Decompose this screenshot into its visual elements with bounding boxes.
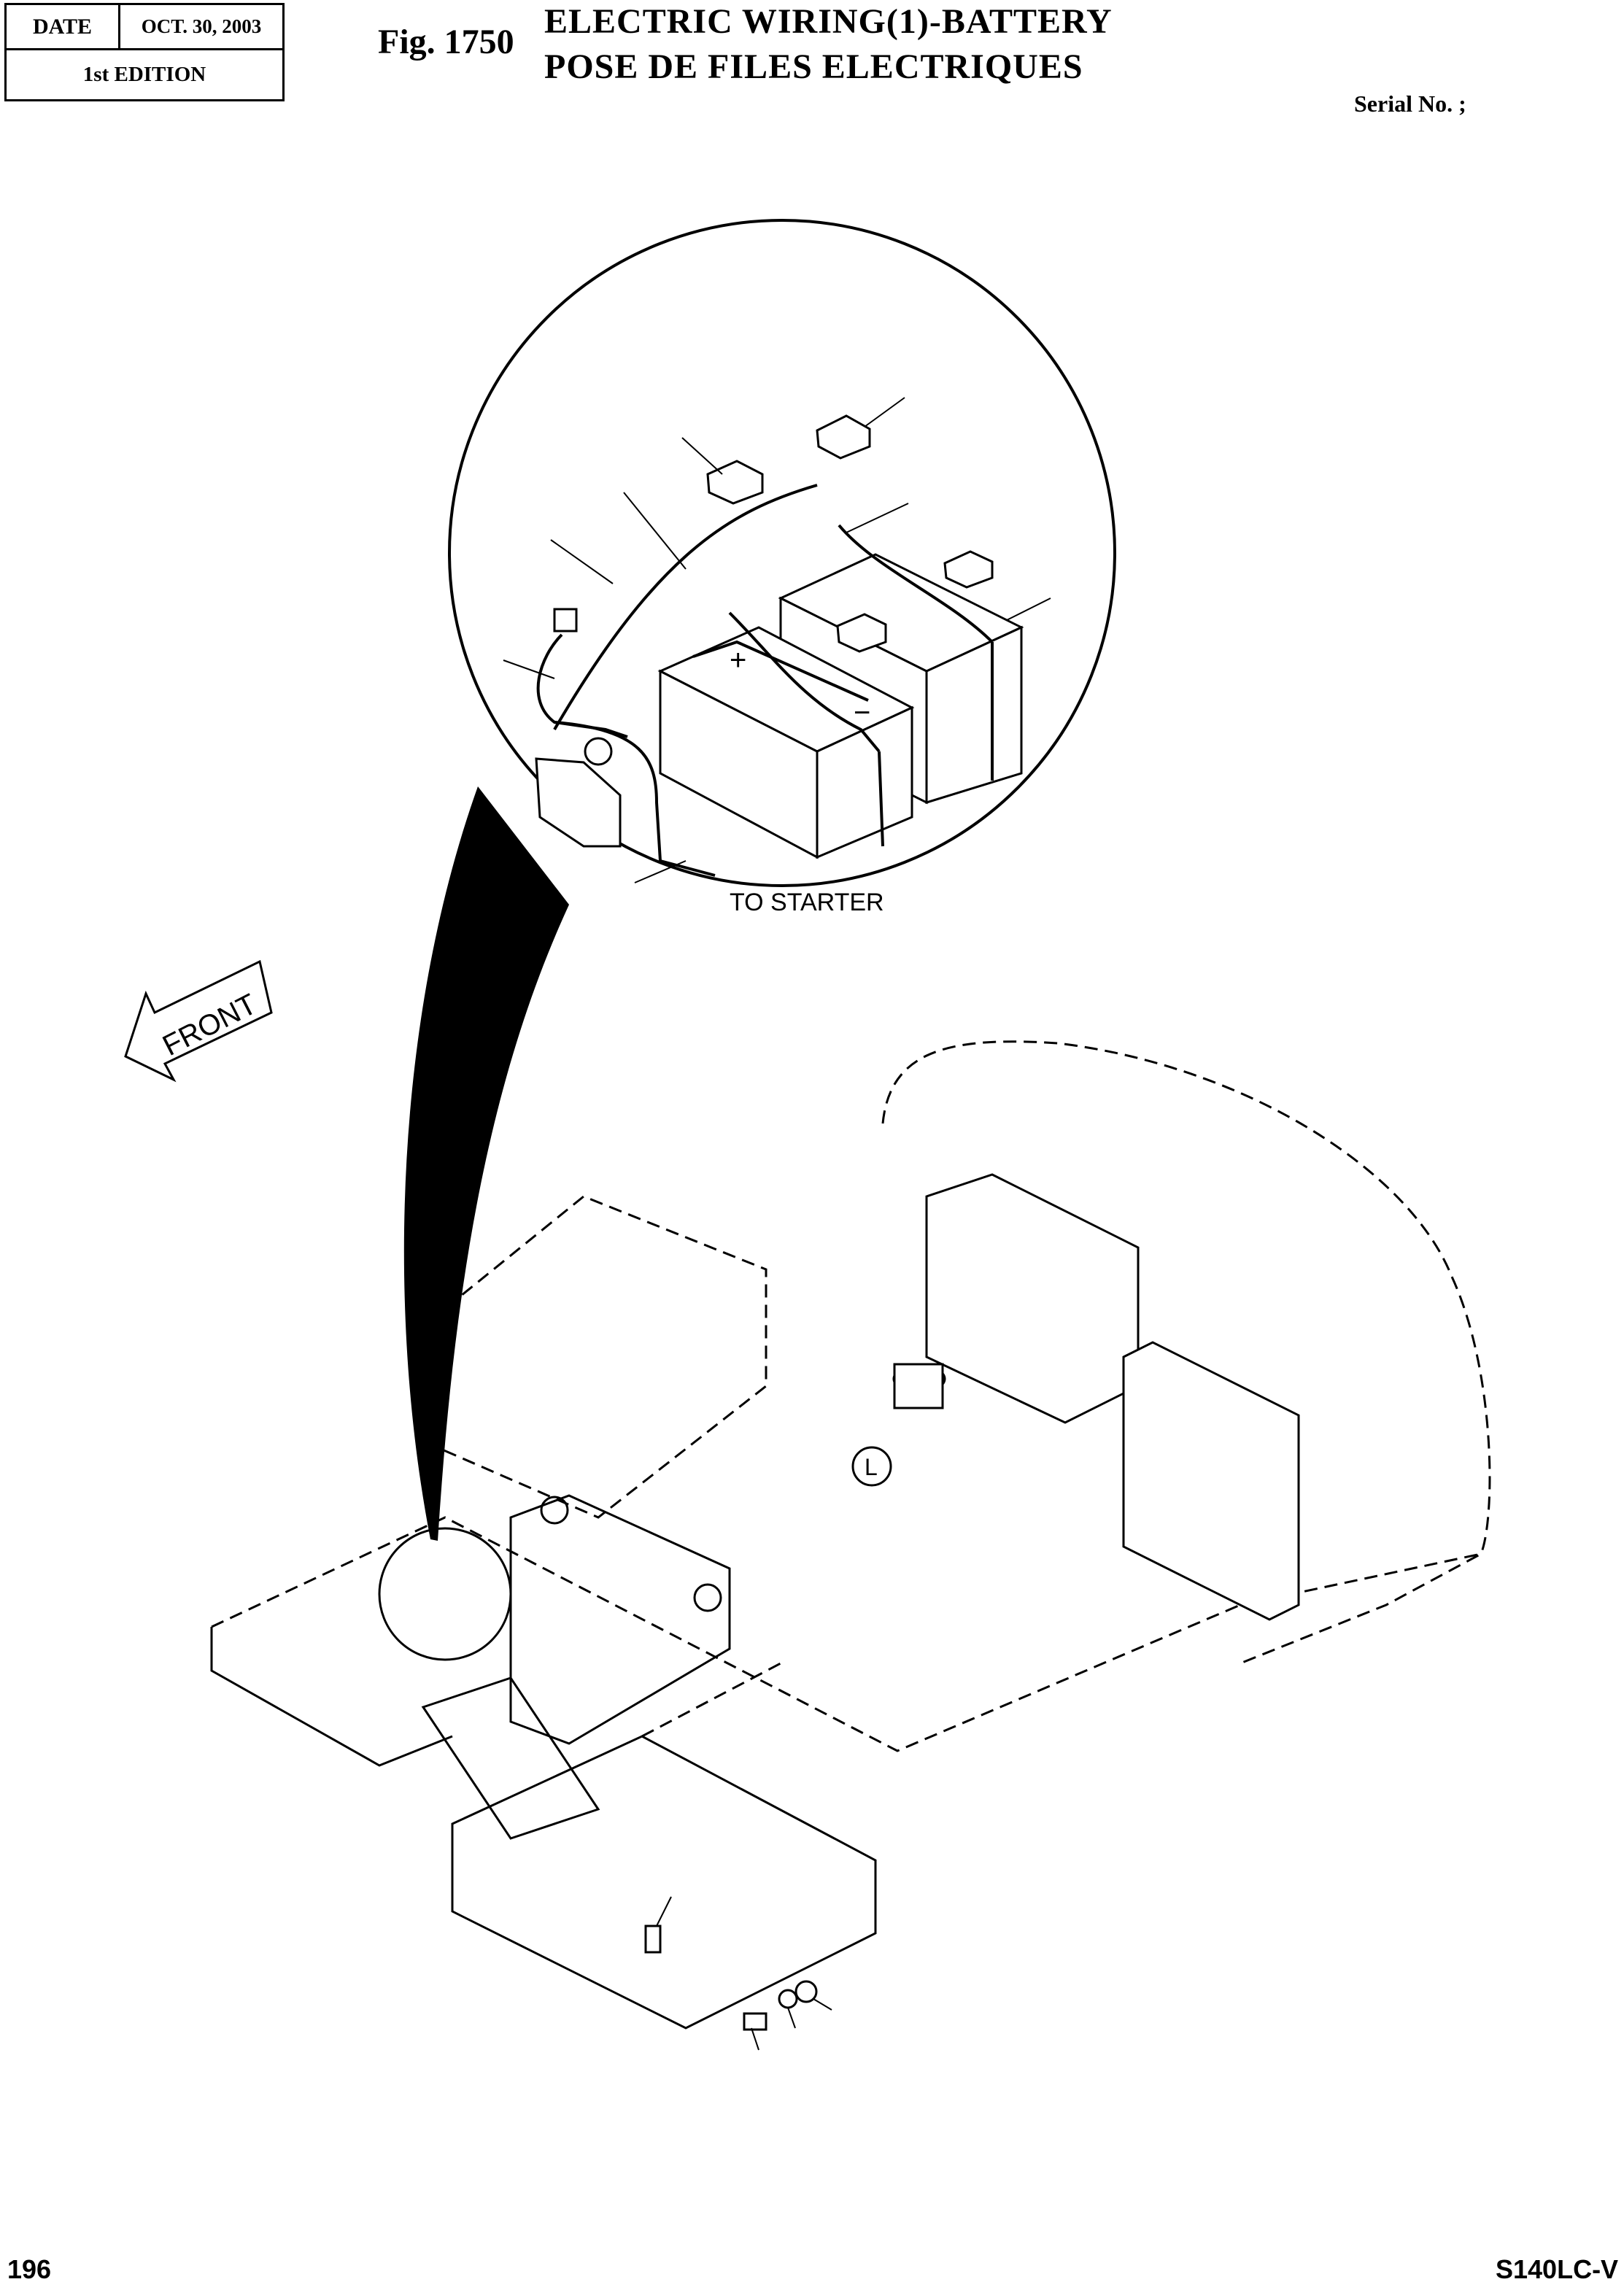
model-number: S140LC-V (1496, 2254, 1619, 2284)
battery-pack (657, 553, 1024, 859)
page-number: 196 (7, 2254, 52, 2284)
bolt-assembly (644, 1925, 818, 2031)
boom-mount (421, 1494, 731, 1840)
figure-number: Fig. 1750 (378, 23, 514, 61)
detail-leader (403, 786, 569, 1541)
battery-minus-sign: − (854, 697, 870, 729)
edition-label: 1st EDITION (82, 63, 206, 86)
relay-bracket (535, 608, 622, 848)
callout-l-circle (851, 1446, 892, 1487)
machine-frame (210, 1040, 1491, 2030)
to-starter-label: TO STARTER (730, 889, 884, 916)
front-arrow (124, 959, 273, 1083)
battery-cables (536, 484, 994, 877)
revision-box: DATE OCT. 30, 2003 1st EDITION (4, 3, 285, 101)
battery-location-circle (378, 1527, 512, 1661)
part-leaders (503, 397, 1051, 883)
bolt-leaders (656, 1896, 832, 2051)
callout-l-label: L (865, 1454, 878, 1480)
engine-block (892, 1173, 1300, 1621)
date-label: DATE (7, 5, 120, 50)
serial-number: Serial No. ; (1354, 90, 1466, 117)
terminal-caps (706, 414, 994, 653)
date-value: OCT. 30, 2003 (120, 5, 282, 50)
title-english: ELECTRIC WIRING(1)-BATTERY (544, 2, 1113, 41)
battery-plus-sign: + (730, 644, 746, 676)
title-french: POSE DE FILES ELECTRIQUES (544, 47, 1083, 86)
